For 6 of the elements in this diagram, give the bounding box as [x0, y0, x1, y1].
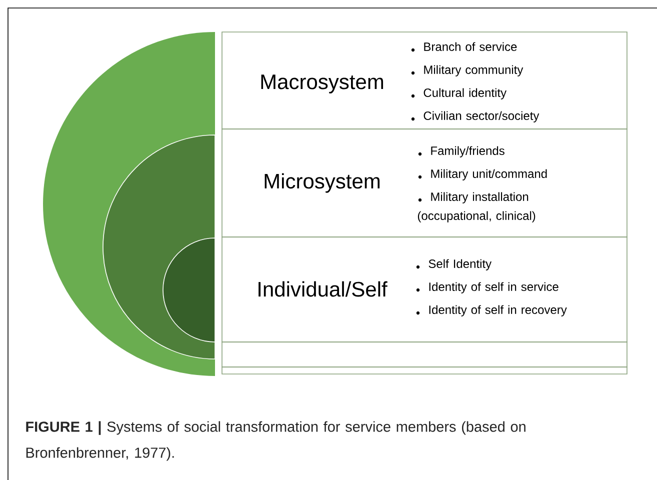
caption: FIGURE 1 | Systems of social transformation for service members (based on Bronfenbrenner, 1977). — [26, 421, 526, 461]
empty-row — [222, 366, 628, 374]
table-row: Macrosystem Branch of service Military community Cultural identity Civilian sector/society — [222, 32, 628, 130]
empty-row — [222, 342, 628, 368]
table-row: Microsystem Family/friends Military unit/command Military installation (occupational, clinical) — [222, 128, 628, 238]
table-row: Individual/Self Self Identity Identity of self in service Identity of self in recovery — [222, 236, 628, 342]
